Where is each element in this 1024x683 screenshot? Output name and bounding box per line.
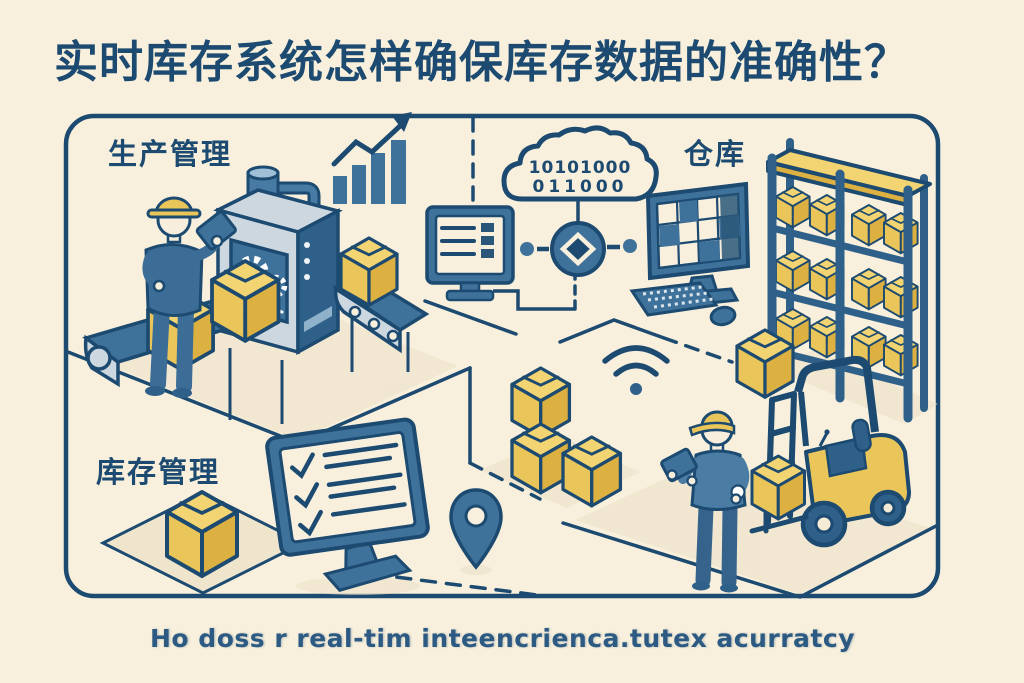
shelf-boxes (775, 186, 919, 377)
worker-production-icon (142, 196, 237, 398)
list-monitor-icon (425, 205, 575, 311)
box (735, 328, 795, 399)
page-title: 实时库存系统怎样确保库存数据的准确性？ (54, 37, 909, 88)
worker-warehouse-icon (660, 410, 750, 593)
cloud-binary-icon (501, 125, 659, 224)
box (339, 236, 399, 307)
shelf-rack-icon (766, 138, 932, 423)
checklist-monitor-icon (265, 417, 430, 592)
bottom-caption: Ho doss r real-tim inteencrienca.tutex a… (150, 624, 855, 653)
location-pin-icon (449, 488, 503, 570)
wifi-icon (602, 345, 670, 395)
cloud-binary-line2: 011000 (532, 177, 628, 197)
panel-border (63, 113, 941, 599)
cloud-binary-line1: 10101000 (528, 158, 632, 178)
stacked-boxes-icon (510, 366, 623, 508)
zone-label-production: 生产管理 (108, 137, 233, 171)
data-node-icon (520, 221, 637, 277)
zone-label-warehouse: 仓库 (684, 137, 747, 171)
box (165, 490, 239, 578)
forklift-icon (749, 355, 911, 548)
zone-label-inventory: 库存管理 (96, 455, 221, 489)
grid-monitor-icon (629, 181, 751, 327)
bar-chart-icon (331, 112, 412, 204)
box (210, 259, 281, 343)
